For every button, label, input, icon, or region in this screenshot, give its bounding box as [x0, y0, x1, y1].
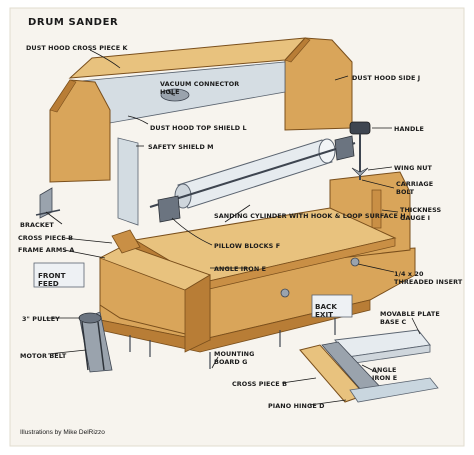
threaded-insert-part [350, 257, 360, 267]
label-angle-iron: ANGLE IRON E [214, 265, 266, 273]
label-pillow-blocks: PILLOW BLOCKS F [214, 242, 280, 250]
label-wing-nut: WING NUT [394, 164, 432, 172]
cross-piece-part [111, 229, 141, 254]
front-feed-box [33, 262, 85, 288]
back-exit-box [311, 294, 353, 318]
wing-nut-part [351, 167, 369, 177]
label-cross-piece-b: CROSS PIECE B [18, 234, 73, 242]
label-piano-hinge: PIANO HINGE D [268, 402, 325, 410]
handle-part [349, 121, 371, 135]
label-pulley: 3" PULLEY [22, 315, 60, 323]
leader-lines [45, 49, 421, 406]
pillow-block-right [334, 135, 355, 161]
movable-plate-exploded [299, 329, 439, 403]
label-safety-shield: SAFETY SHIELD M [148, 143, 214, 151]
label-frame-arms: FRAME ARMS A [18, 246, 74, 254]
pulley-assembly [78, 311, 113, 373]
illustration-credit: Illustrations by Mike DelRizzo [20, 429, 105, 436]
pulley-part [78, 312, 102, 324]
label-dust-hood-cross-piece: DUST HOOD CROSS PIECE K [26, 44, 129, 52]
dust-hood-assembly [35, 37, 353, 226]
mounting-screws [129, 318, 336, 369]
pillow-block-left [157, 195, 181, 223]
safety-shield-part [117, 137, 139, 226]
thickness-gauge-part [371, 189, 382, 229]
label-dust-hood-top-shield: DUST HOOD TOP SHIELD L [150, 124, 247, 132]
label-sanding-cylinder: SANDING CYLINDER WITH HOOK & LOOP SURFAC… [214, 212, 406, 220]
label-handle: HANDLE [394, 125, 424, 133]
label-bracket: BRACKET [20, 221, 54, 229]
diagram-title: DRUM SANDER [28, 17, 118, 28]
frame-assembly [99, 171, 416, 353]
dust-hood-cross-piece [68, 37, 307, 79]
drive-shaft [149, 142, 356, 208]
label-dust-hood-side: DUST HOOD SIDE J [352, 74, 420, 82]
label-cross-piece-b-2: CROSS PIECE B [232, 380, 287, 388]
sanding-cylinder-assembly [149, 121, 371, 223]
piano-hinge-part [349, 377, 439, 403]
label-motor-belt: MOTOR BELT [20, 352, 67, 360]
